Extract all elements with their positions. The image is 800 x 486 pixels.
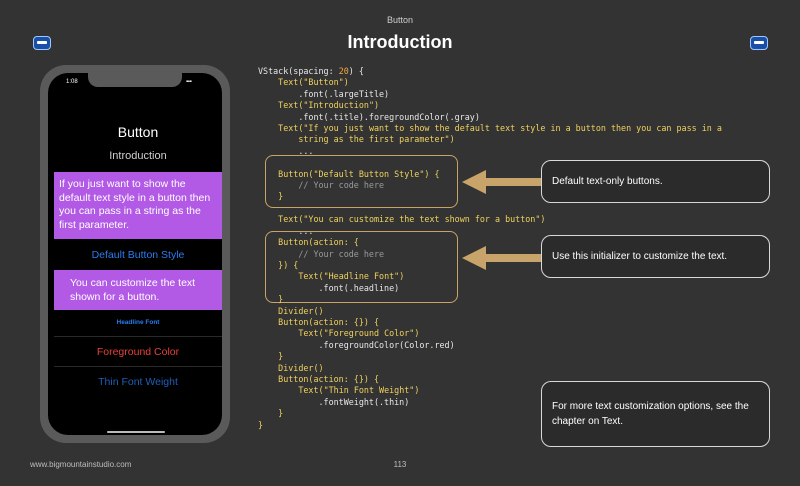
code-block: VStack(spacing: 20) { Text("Button") .fo… bbox=[258, 66, 722, 430]
default-button-style[interactable]: Default Button Style bbox=[91, 249, 185, 261]
button-logo-icon bbox=[33, 36, 51, 50]
phone-notch bbox=[88, 73, 182, 87]
phone-description-2: You can customize the text shown for a b… bbox=[54, 270, 222, 310]
page-number: 113 bbox=[393, 460, 407, 469]
thin-font-weight-button[interactable]: Thin Font Weight bbox=[98, 376, 178, 388]
status-time: 1:08 bbox=[66, 79, 78, 85]
code-highlight-action bbox=[265, 231, 458, 303]
arrow-left-icon bbox=[462, 246, 542, 270]
callout-default-buttons: Default text-only buttons. bbox=[541, 160, 770, 203]
foreground-color-button[interactable]: Foreground Color bbox=[96, 346, 180, 358]
callout-more-options: For more text customization options, see… bbox=[541, 381, 770, 447]
section-label: Button bbox=[386, 15, 414, 25]
arrow-left-icon bbox=[462, 170, 542, 194]
page-title: Introduction bbox=[347, 32, 453, 52]
button-logo-icon bbox=[750, 36, 768, 50]
headline-font-button[interactable]: Headline Font bbox=[116, 319, 160, 326]
status-icons: ▪ ▪ ▪ bbox=[186, 79, 192, 85]
phone-subtitle: Introduction bbox=[109, 150, 167, 162]
phone-large-title: Button bbox=[117, 124, 159, 140]
divider bbox=[54, 336, 222, 337]
code-highlight-default bbox=[265, 155, 458, 208]
home-indicator bbox=[107, 431, 165, 433]
callout-initializer: Use this initializer to customize the te… bbox=[541, 235, 770, 278]
divider bbox=[54, 366, 222, 367]
footer-website: www.bigmountainstudio.com bbox=[30, 460, 132, 469]
phone-description-1: If you just want to show the default tex… bbox=[54, 172, 222, 239]
phone-screen bbox=[48, 73, 222, 435]
